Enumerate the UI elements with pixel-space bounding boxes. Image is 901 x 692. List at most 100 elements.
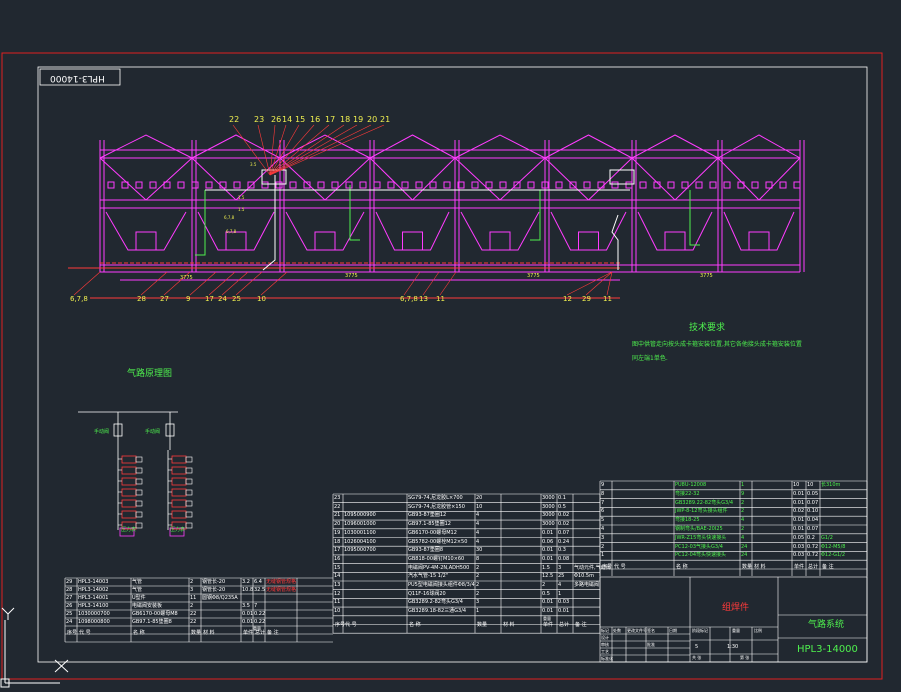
bom-middle-cell: 8 [476,555,480,562]
bom-right-cell: 10 [793,482,800,488]
bom-middle-cell: 0.3 [558,547,566,554]
bom-middle-cell: GB818-00螺钉M10×60 [408,555,465,562]
tech-req-title: 技术要求 [689,323,726,333]
bom-left-cell: 0.01 [242,610,254,617]
bom-middle-cell: 23 [334,495,341,501]
bom-middle-cell: 4 [476,529,480,536]
bom-right-cell: 0.07 [807,526,819,532]
drawing-number: HPL3-14000 [797,644,858,655]
bom-right-cell: 0.72 [807,543,819,550]
bom-left-cell: 27 [66,594,73,601]
bom-middle-cell: 0.01 [542,547,554,554]
bom-left-cell: 圆钢Φ8/Q235A [202,594,238,601]
bom-left-cell: 25 [66,610,73,617]
bom-middle-cell: 20 [334,521,341,528]
bottom-leader-label: 28 [137,295,146,303]
bom-middle-cell: 0.02 [558,512,570,519]
mirrored-number-box [39,68,121,86]
bom-right-header: 序号 [602,564,613,571]
bom-right-cell: 2 [601,543,605,550]
bom-left-cell: 无缝钢管规格 [266,578,297,585]
title-block-label: 签名 [647,628,655,633]
top-leader-label: 23 [254,115,265,124]
bom-middle-cell: 25 [558,573,565,580]
bom-middle-cell: 3000 [542,521,555,528]
bom-middle-cell: 2 [476,564,480,571]
bom-left-header: 材 料 [203,630,215,636]
assembly-name: 组焊件 [722,603,750,613]
top-leader-label: 19 [353,115,364,124]
bom-middle-cell: GB3289.18-82三通G3/4 [408,608,467,615]
bom-right-header: 总计 [808,564,819,571]
bom-right-cell: JWP-8-12弯头接头组件 [675,508,728,515]
bom-middle-cell: 12 [334,590,341,597]
bom-right-cell: 0.04 [807,517,819,524]
tech-req-line2: 同左端1单色. [632,355,668,362]
bom-left-cell: 11 [190,594,197,601]
bom-middle-cell: 0.01 [558,608,570,615]
bom-middle-cell: 0.01 [542,529,554,536]
bom-middle-cell: 10 [476,503,483,510]
bom-middle-cell: 20 [476,495,483,501]
bom-middle-cell: 3 [558,564,562,571]
bom-middle-cell: 2 [542,582,546,588]
bom-left-cell: 钢管长-20 [202,578,226,585]
bom-middle-cell: 10 [334,608,341,615]
bom-right-cell: 弯接22-32 [675,490,700,497]
diagram-title: 气路原理图 [127,369,173,379]
system-name: 气路系统 [808,620,845,630]
bom-middle-cell: 4 [476,521,480,528]
bom-left-cell: 22 [190,618,197,625]
bom-middle-cell: 1095000700 [344,547,376,554]
bottom-leader-label: 12 [563,295,572,303]
bom-right-header: 材 料 [754,564,766,571]
title-block-label: 标准化 [601,656,613,661]
bom-right-cell: 0.10 [807,508,819,515]
bom-middle-cell: 1096001000 [344,521,376,528]
bom-middle-cell: 3000 [542,503,555,510]
bom-right-cell: JWR-Z15弯头快速接头 [675,534,727,541]
bom-left-weight-header: 重量 [253,626,261,631]
bom-left-cell: 0.22 [254,610,266,617]
bom-middle-cell: GB97.1-85垫圈12 [408,521,451,528]
bom-middle-cell: 1095000900 [344,512,376,519]
bom-left-cell: 2 [190,578,194,585]
bom-right-cell: 0.01 [793,517,805,524]
bom-right-cell: 7 [601,499,605,506]
inner-frame [37,66,868,663]
bottom-leader-label: 24 [218,295,227,303]
bom-right-cell: 0.72 [807,552,819,559]
top-leader-label: 14 [282,115,293,124]
bom-middle-cell: Φ10.5m [574,573,594,580]
bottom-leader-label: 17 [205,295,214,303]
bottom-leader-label: 9 [186,295,191,303]
bom-middle-header: 数量 [477,621,488,628]
title-block-label: 标记 [601,628,609,633]
bom-left-cell: HPL3-14002 [78,586,109,593]
bom-right-cell: 0.03 [793,543,805,550]
bom-middle-cell: 2 [476,582,480,588]
bom-right-header: 代 号 [614,564,626,571]
bom-right-cell: 0.07 [807,499,819,506]
bom-left-header: 总计 [255,630,266,636]
bom-left-cell: 钢管长-20 [202,586,226,593]
bom-right-cell: PC12-03气接头G3/4 [675,543,723,550]
bom-right-cell: Φ12-M5/8 [821,543,846,550]
bom-middle-header: 序号 [335,621,346,628]
bom-middle-cell: 1030001100 [344,529,376,536]
bom-left-cell: GB6170-00螺母M8 [132,610,178,617]
bom-right-cell: 弯接18-25 [675,517,700,524]
bom-left-header: 代 号 [79,630,91,636]
bom-middle-cell: 13 [334,582,341,588]
schematic-label-gauge-right: 压力表 [170,527,186,533]
bom-left-cell: 0.22 [254,618,266,625]
bom-right-cell: PU8U-12008 [675,482,707,488]
bom-right-cell: 4 [741,534,745,541]
bom-middle-weight-header: 重量 [543,615,551,621]
bom-left-cell: 10.8 [242,586,254,593]
bom-left-cell: U型件 [132,594,146,601]
bom-left-cell: 1030000700 [78,610,110,617]
top-leader-label: 16 [310,115,321,124]
bottom-leader-label: 27 [160,295,169,303]
